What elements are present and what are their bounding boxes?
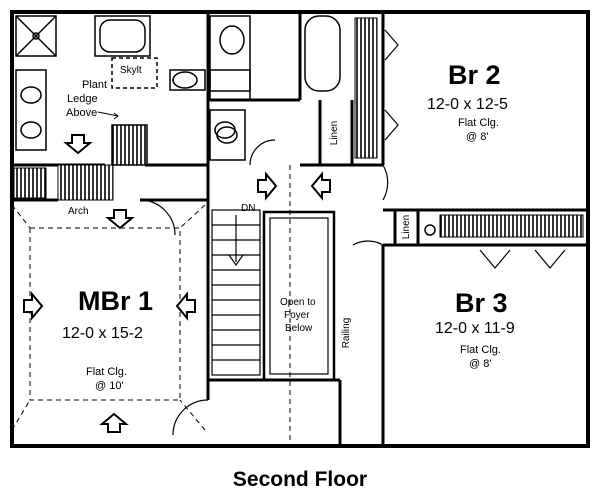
plant-ledge-line3: Above: [66, 107, 98, 119]
open-to-line3: Below: [285, 323, 313, 334]
railing-label: Railing: [341, 317, 352, 349]
br2-name: Br 2: [448, 60, 501, 90]
br2-size: 12-0 x 12-5: [427, 96, 508, 113]
open-to-line1: Open to: [280, 297, 316, 308]
br2-height: @ 8': [466, 131, 489, 143]
arch-label: Arch: [68, 206, 89, 217]
master-bath-fixtures: [15, 15, 236, 166]
stairway: [211, 209, 336, 382]
linen-label-br3: Linen: [401, 214, 412, 240]
floor-title: Second Floor: [232, 468, 368, 491]
br2-ceiling: Flat Clg.: [458, 117, 499, 129]
hall-bath-fixtures: [209, 15, 341, 161]
br3-height: @ 8': [469, 358, 492, 370]
master-name: MBr 1: [78, 286, 154, 316]
tray-ceiling-outline: [11, 165, 291, 446]
plant-ledge-line2: Ledge: [67, 93, 98, 105]
plant-ledge-leader: [97, 111, 119, 120]
stair-down-label: DN: [241, 203, 256, 214]
door-swings: [139, 139, 389, 436]
master-height: @ 10': [95, 380, 124, 392]
br3-name: Br 3: [455, 288, 508, 318]
master-ceiling: Flat Clg.: [86, 366, 127, 378]
br3-ceiling: Flat Clg.: [460, 344, 501, 356]
open-to-line2: Foyer: [284, 310, 310, 321]
master-size: 12-0 x 15-2: [62, 325, 143, 342]
br3-size: 12-0 x 11-9: [435, 320, 515, 337]
plant-ledge-line1: Plant: [82, 79, 108, 91]
linen-label-br2: Linen: [329, 120, 340, 146]
bifold-doors: [384, 29, 566, 269]
skylight-label: Skylt: [120, 65, 142, 76]
closets: [13, 17, 584, 238]
interior-walls: [12, 12, 588, 446]
view-arrows: [23, 134, 331, 433]
